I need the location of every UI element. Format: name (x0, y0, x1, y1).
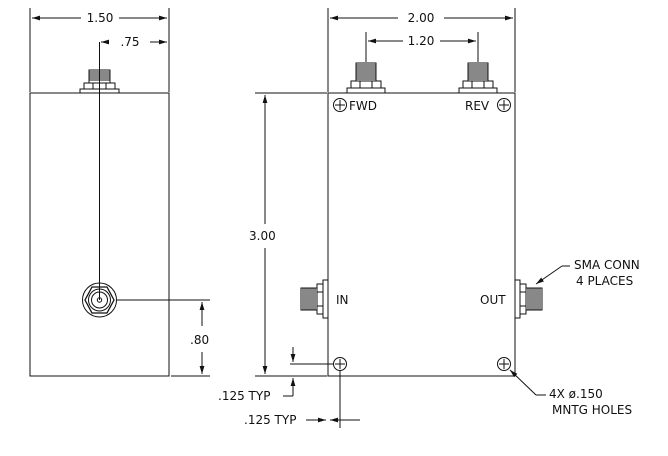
side-connector-face (82, 282, 117, 318)
front-view: FWD REV IN OUT 2.00 1.20 3.00 .125 TYP .… (218, 8, 640, 428)
mounting-hole-top-left (333, 98, 347, 112)
side-view: 1.50 .75 .80 (29, 8, 210, 377)
dim-side-conn-offset: .75 (120, 35, 139, 49)
mounting-hole-top-right (497, 98, 511, 112)
in-sma-connector (300, 279, 329, 319)
dim-hole-offset-v: .125 TYP (218, 389, 270, 403)
dim-front-conn-spacing: 1.20 (408, 34, 435, 48)
note-holes-line2: MNTG HOLES (552, 403, 632, 417)
note-sma-line2: 4 PLACES (576, 274, 633, 288)
label-rev: REV (465, 99, 490, 113)
sma-leader (535, 265, 563, 285)
dim-front-height: 3.00 (249, 229, 276, 243)
front-body (327, 92, 516, 377)
dim-hole-offset-h: .125 TYP (244, 413, 296, 427)
label-fwd: FWD (349, 99, 377, 113)
label-in: IN (336, 293, 349, 307)
mounting-hole-bottom-right (497, 357, 511, 371)
dim-side-height-conn: .80 (190, 333, 209, 347)
note-sma-line1: SMA CONN (574, 258, 640, 272)
note-holes-line1: 4X ø.150 (549, 387, 603, 401)
mounting-hole-bottom-left (333, 357, 347, 371)
dim-side-width: 1.50 (87, 11, 114, 25)
label-out: OUT (480, 293, 506, 307)
out-sma-connector (514, 279, 543, 319)
holes-leader (509, 369, 537, 396)
rev-sma-connector (458, 62, 498, 94)
fwd-sma-connector (346, 62, 386, 94)
dim-front-width: 2.00 (408, 11, 435, 25)
